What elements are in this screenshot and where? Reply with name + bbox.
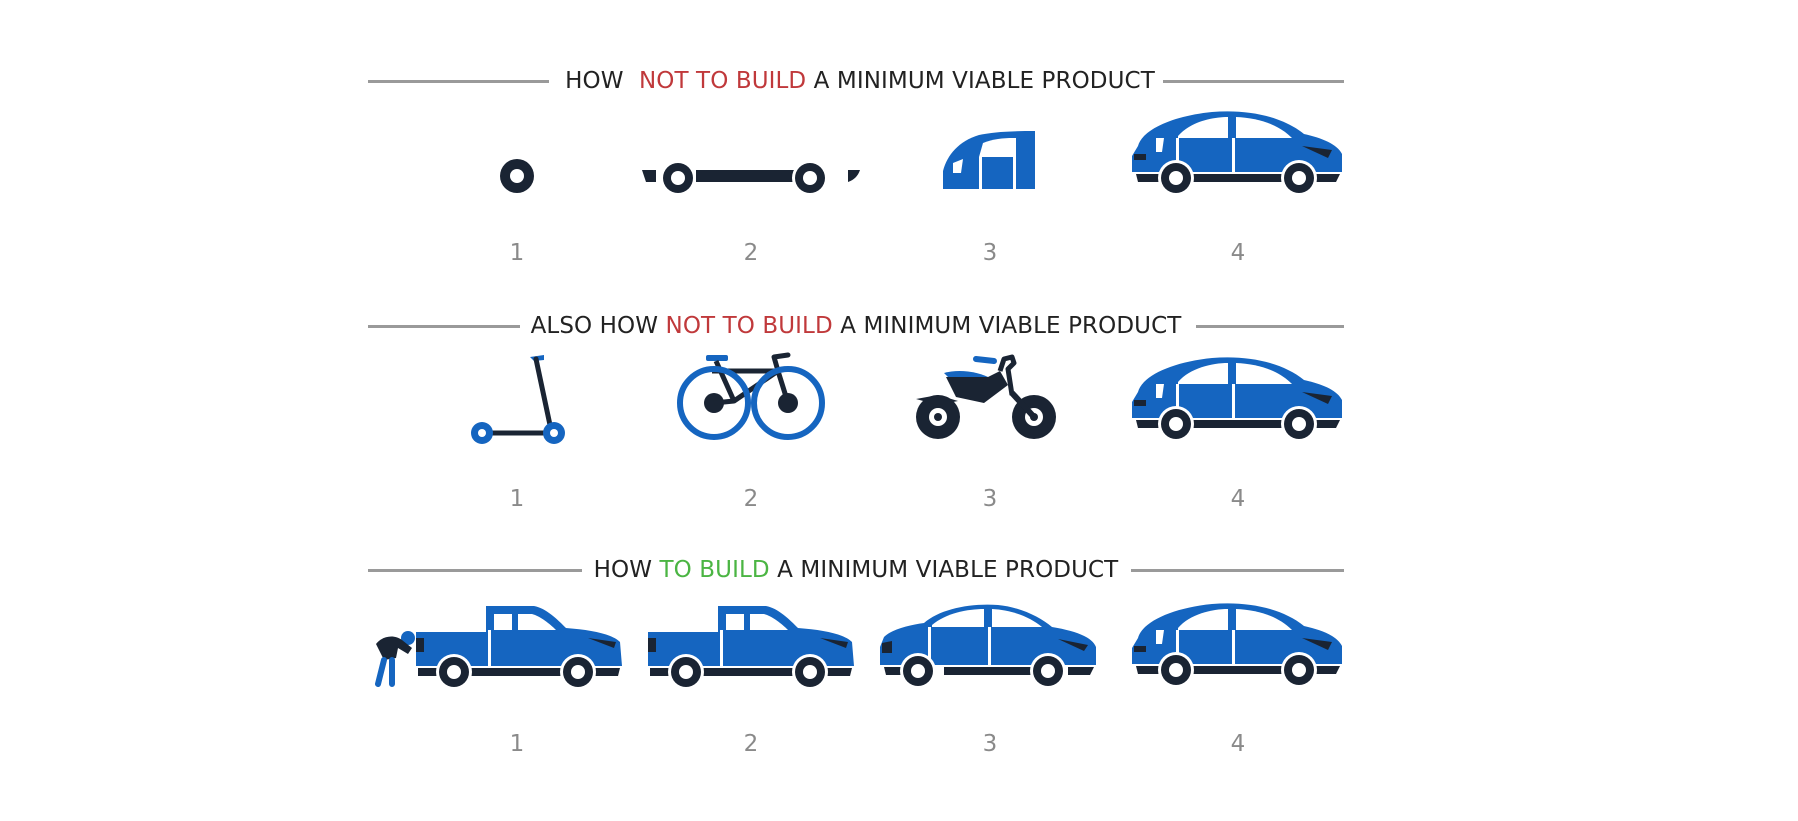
bicycle-icon [677,352,825,440]
divider-line-left [368,569,582,572]
divider-line-right [1153,80,1344,83]
title-suffix: A MINIMUM VIABLE PRODUCT [840,313,1182,339]
step-number: 3 [982,731,998,757]
motorcycle-icon [916,354,1056,439]
car-icon [1132,603,1342,688]
icon-row [0,0,1798,444]
pushed-pickup-truck-icon [375,606,622,690]
title-highlight: NOT TO BUILD [638,68,807,94]
car-body-shell-icon [943,131,1035,189]
title-highlight: NOT TO BUILD [665,313,833,339]
step-number: 1 [509,731,525,757]
chassis-icon [642,160,860,196]
step-number: 1 [509,240,525,266]
title-prefix: HOW [593,557,653,583]
divider-line-right [1196,325,1344,328]
step-number: 4 [1230,240,1246,266]
section-title: ALSO HOW NOT TO BUILD A MINIMUM VIABLE P… [368,311,1344,341]
section-title-row: HOW NOT TO BUILD A MINIMUM VIABLE PRODUC… [368,66,1344,96]
wheel-icon [500,159,534,193]
icon-row [0,0,1798,690]
sedan-icon [880,604,1096,689]
step-number: 1 [509,486,525,512]
step-number: 2 [743,240,759,266]
title-prefix: HOW [557,68,632,94]
divider-line-left [368,80,558,83]
car-icon [1132,357,1342,442]
title-suffix: A MINIMUM VIABLE PRODUCT [777,557,1119,583]
title-highlight: TO BUILD [659,557,770,583]
step-number: 4 [1230,731,1246,757]
step-number: 2 [743,731,759,757]
section-title: HOW NOT TO BUILD A MINIMUM VIABLE PRODUC… [368,66,1344,96]
pickup-truck-icon [648,606,854,690]
step-number: 3 [982,486,998,512]
title-suffix: A MINIMUM VIABLE PRODUCT [813,68,1155,94]
section-title-row: ALSO HOW NOT TO BUILD A MINIMUM VIABLE P… [368,311,1344,341]
step-number: 3 [982,240,998,266]
step-number: 4 [1230,486,1246,512]
title-prefix: ALSO HOW [530,313,659,339]
section-title: HOW TO BUILD A MINIMUM VIABLE PRODUCT [368,555,1344,585]
divider-line-left [368,325,520,328]
icon-row [0,0,1798,196]
scooter-icon [471,355,565,444]
step-number: 2 [743,486,759,512]
section-title-row: HOW TO BUILD A MINIMUM VIABLE PRODUCT [368,555,1344,585]
divider-line-right [1131,569,1344,572]
